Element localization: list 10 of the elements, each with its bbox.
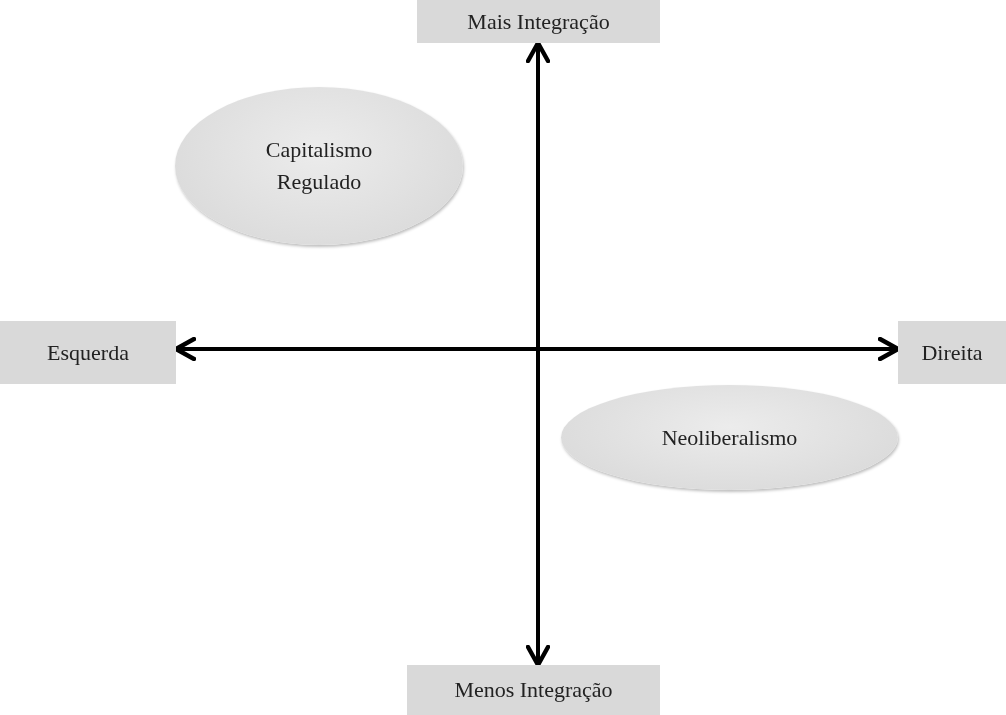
- axis-label-box: [0, 321, 176, 384]
- node-label: Esquerda: [47, 338, 129, 367]
- node-label: Mais Integração: [467, 7, 610, 36]
- node-label: Menos Integração: [454, 676, 613, 705]
- node-label: Capitalismo Regulado: [264, 136, 374, 196]
- axis-label-box: [898, 321, 1006, 384]
- node-label: Direita: [921, 338, 983, 367]
- node-label: Neoliberalismo: [661, 423, 798, 452]
- axis-label-box: [417, 0, 660, 43]
- axis-label-box: [407, 665, 660, 715]
